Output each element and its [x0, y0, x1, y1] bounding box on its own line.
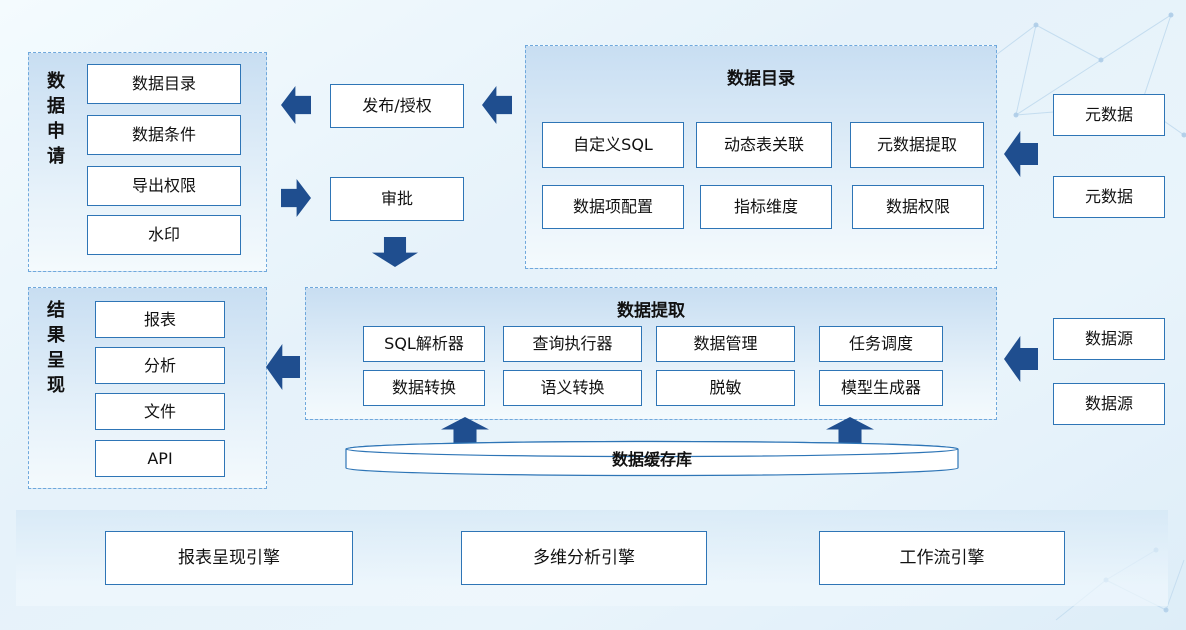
arrow-right-icon: [281, 179, 311, 217]
data-cache-cylinder: 数据缓存库: [345, 440, 959, 478]
result-item-box: 报表: [95, 301, 225, 338]
catalog-item-box: 元数据提取: [850, 122, 984, 168]
app-item-box: 数据目录: [87, 64, 241, 104]
catalog-item-box: 动态表关联: [696, 122, 832, 168]
datasource-box: 数据源: [1053, 318, 1165, 360]
panel-data-extraction-title: 数据提取: [617, 301, 685, 321]
app-item-box: 导出权限: [87, 166, 241, 206]
arrow-left-icon: [1004, 131, 1038, 177]
panel-result-presentation-title: 结果呈现: [44, 300, 65, 400]
extraction-item-box: 数据管理: [656, 326, 795, 362]
publish-authorize-box: 发布/授权: [330, 84, 464, 128]
catalog-item-box: 数据权限: [852, 185, 984, 229]
extraction-item-box: 模型生成器: [819, 370, 943, 406]
extraction-item-box: 数据转换: [363, 370, 485, 406]
arrow-down-icon: [372, 237, 418, 267]
arrow-left-icon: [1004, 336, 1038, 382]
engine-box-workflow: 工作流引擎: [819, 531, 1065, 585]
catalog-item-box: 自定义SQL: [542, 122, 684, 168]
approval-box: 审批: [330, 177, 464, 221]
metadata-box: 元数据: [1053, 94, 1165, 136]
arrow-left-icon: [266, 344, 300, 390]
extraction-item-box: 任务调度: [819, 326, 943, 362]
result-item-box: 分析: [95, 347, 225, 384]
panel-data-catalog: 数据目录 自定义SQL 动态表关联 元数据提取 数据项配置 指标维度 数据权限: [525, 45, 997, 269]
panel-data-catalog-title: 数据目录: [727, 69, 795, 89]
extraction-item-box: SQL解析器: [363, 326, 485, 362]
arrow-left-icon: [281, 86, 311, 124]
panel-data-application: 数据申请 数据目录 数据条件 导出权限 水印: [28, 52, 267, 272]
engine-box-report: 报表呈现引擎: [105, 531, 353, 585]
engine-box-olap: 多维分析引擎: [461, 531, 707, 585]
arrow-left-icon: [482, 86, 512, 124]
result-item-box: 文件: [95, 393, 225, 430]
result-item-box: API: [95, 440, 225, 477]
metadata-box: 元数据: [1053, 176, 1165, 218]
data-cache-label: 数据缓存库: [611, 450, 692, 469]
datasource-box: 数据源: [1053, 383, 1165, 425]
extraction-item-box: 语义转换: [503, 370, 642, 406]
app-item-box: 数据条件: [87, 115, 241, 155]
catalog-item-box: 数据项配置: [542, 185, 684, 229]
catalog-item-box: 指标维度: [700, 185, 832, 229]
cylinder-shape-icon: [345, 440, 959, 477]
panel-data-application-title: 数据申请: [44, 71, 65, 171]
extraction-item-box: 脱敏: [656, 370, 795, 406]
extraction-item-box: 查询执行器: [503, 326, 642, 362]
panel-data-extraction: 数据提取 SQL解析器 查询执行器 数据管理 任务调度 数据转换 语义转换 脱敏…: [305, 287, 997, 420]
app-item-box: 水印: [87, 215, 241, 255]
panel-result-presentation: 结果呈现 报表 分析 文件 API: [28, 287, 267, 489]
